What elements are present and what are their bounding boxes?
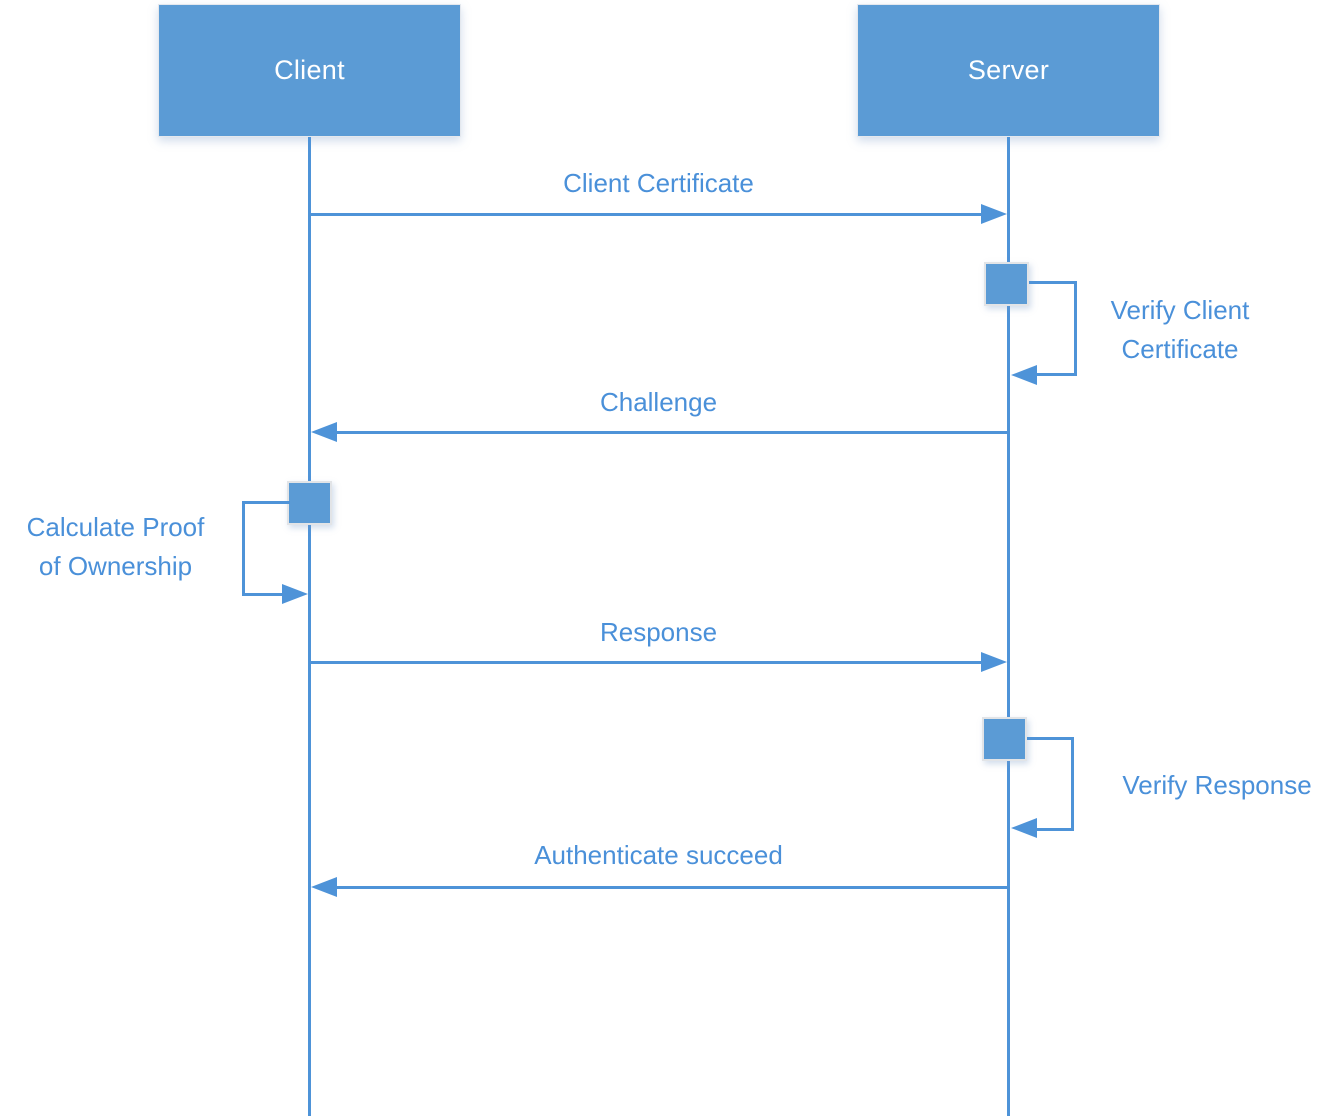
message-line-challenge: [337, 431, 1010, 434]
message-label-response: Response: [599, 617, 718, 647]
self-loop-verify-response: [1027, 737, 1074, 831]
message-label-verify-client-certificate: Verify Client Certificate: [1110, 295, 1250, 364]
message-label-client-certificate: Client Certificate: [563, 168, 754, 198]
actor-label-client: Client: [274, 55, 345, 85]
message-line-response: [310, 661, 981, 664]
message-line-authenticate-succeed: [337, 886, 1010, 889]
message-label-verify-response: Verify Response: [1122, 770, 1312, 800]
arrowhead-left-icon: [311, 422, 337, 442]
arrowhead-right-icon: [981, 204, 1007, 224]
message-label-calculate-proof: Calculate Proof of Ownership: [26, 512, 205, 581]
server-lifeline: [1007, 137, 1010, 1116]
arrowhead-left-icon: [311, 877, 337, 897]
message-line-client-certificate: [310, 213, 981, 216]
arrowhead-right-icon: [282, 584, 308, 604]
self-loop-verify-client-certificate: [1029, 281, 1077, 376]
activation-square-server-1: [984, 262, 1029, 306]
actor-box-server: Server: [857, 4, 1160, 137]
arrowhead-left-icon: [1011, 818, 1037, 838]
arrowhead-right-icon: [981, 652, 1007, 672]
actor-label-server: Server: [967, 55, 1050, 85]
message-label-challenge: Challenge: [599, 387, 718, 417]
arrowhead-left-icon: [1011, 365, 1037, 385]
self-loop-calculate-proof: [242, 501, 290, 596]
activation-square-client: [287, 481, 332, 525]
activation-square-server-2: [982, 717, 1027, 761]
actor-box-client: Client: [158, 4, 461, 137]
client-lifeline: [308, 137, 311, 1116]
message-label-authenticate-succeed: Authenticate succeed: [534, 840, 783, 870]
